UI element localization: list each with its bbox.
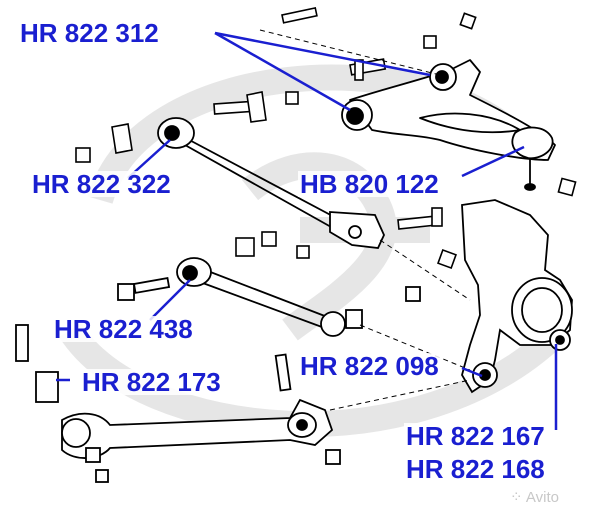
upper-arm-bolts [281, 6, 577, 197]
avito-watermark: ⁘ Avito [510, 488, 559, 506]
leader-lines [56, 31, 558, 430]
lateral-link [157, 117, 385, 249]
knuckle-hub [461, 199, 573, 394]
small-hardware [75, 91, 457, 269]
label-lateral-link-bushing: HR 822 322 [30, 169, 173, 199]
lower-control-arm [15, 324, 341, 483]
avito-dots-icon: ⁘ [510, 489, 526, 506]
upper-control-arm [341, 59, 556, 191]
label-knuckle-bushing-rear-b: HR 822 168 [404, 454, 547, 484]
label-ball-joint: HB 820 122 [298, 169, 441, 199]
toe-link [117, 257, 421, 337]
label-toe-link-bushing: HR 822 438 [52, 314, 195, 344]
label-knuckle-bushing-rear-a: HR 822 167 [404, 421, 547, 451]
label-upper-arm-bushing: HR 822 312 [18, 18, 161, 48]
assembly-lines [259, 29, 471, 411]
label-lower-arm-bushing: HR 822 173 [80, 367, 223, 397]
label-knuckle-bushing-front: HR 822 098 [298, 351, 441, 381]
avito-watermark-text: Avito [525, 489, 559, 506]
